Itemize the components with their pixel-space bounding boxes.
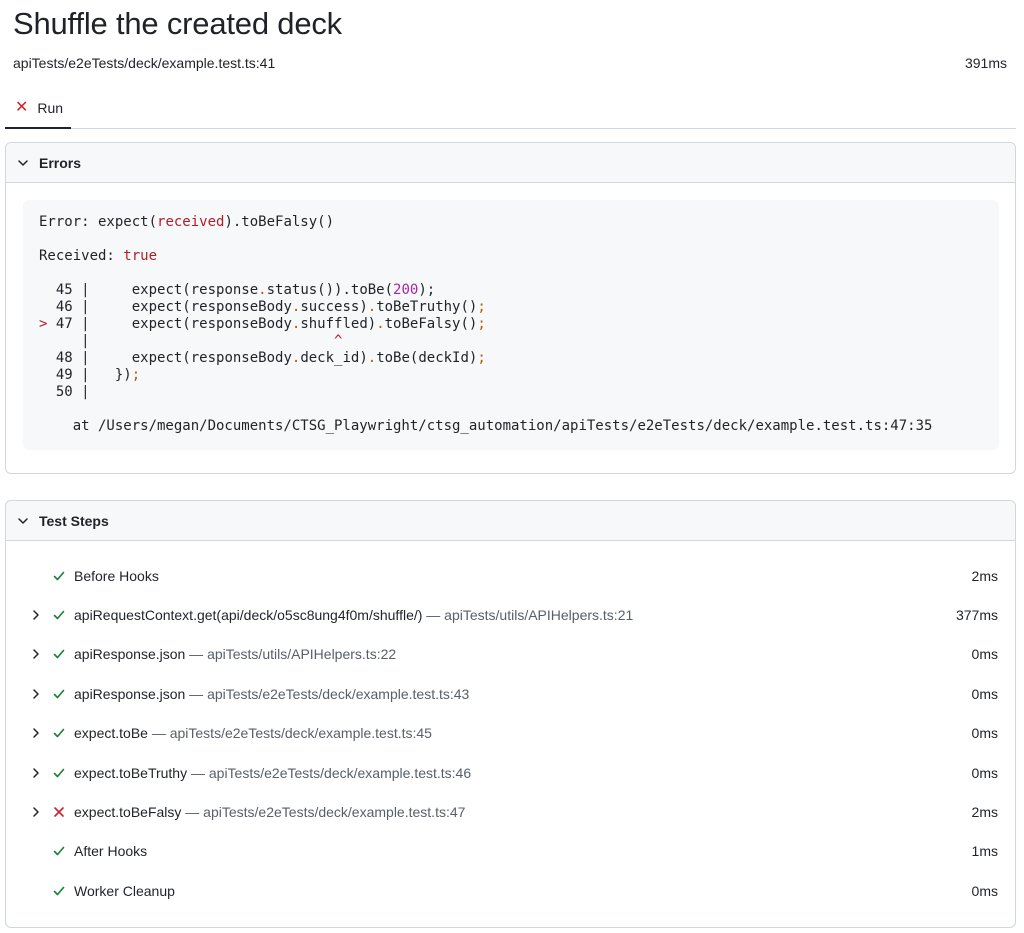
step-duration: 0ms <box>971 646 998 663</box>
errors-panel-title: Errors <box>39 154 82 171</box>
test-step-row[interactable]: expect.toBeTruthy — apiTests/e2eTests/de… <box>6 753 1015 792</box>
check-icon <box>52 687 66 701</box>
step-label: apiRequestContext.get(api/deck/o5sc8ung4… <box>74 607 633 623</box>
check-icon <box>52 726 66 740</box>
test-step-row[interactable]: apiRequestContext.get(api/deck/o5sc8ung4… <box>6 595 1015 634</box>
code-line-47: > 47 | expect(responseBody.shuffled).toB… <box>39 316 486 332</box>
test-steps-panel-title: Test Steps <box>39 512 109 529</box>
step-duration: 2ms <box>971 803 998 820</box>
step-duration: 377ms <box>955 606 998 623</box>
received-line: Received: true <box>39 248 158 264</box>
test-duration: 391ms <box>964 55 1007 71</box>
step-title: After Hooks <box>74 843 148 860</box>
step-label: expect.toBeTruthy — apiTests/e2eTests/de… <box>74 765 471 781</box>
step-title: expect.toBe <box>74 725 148 742</box>
code-line-45: 45 | expect(response.status()).toBe(200)… <box>39 282 436 298</box>
code-line-49: 49 | }); <box>39 367 141 383</box>
step-duration: 0ms <box>971 882 998 899</box>
step-title: apiResponse.json <box>74 646 186 663</box>
chevron-right-icon[interactable] <box>30 767 42 779</box>
step-title: expect.toBeFalsy <box>74 803 182 820</box>
code-line-46: 46 | expect(responseBody.success).toBeTr… <box>39 299 486 315</box>
test-step-row[interactable]: expect.toBe — apiTests/e2eTests/deck/exa… <box>6 714 1015 753</box>
step-duration: 0ms <box>971 725 998 742</box>
tab-bar: ✕ Run <box>5 88 1016 129</box>
step-label: apiResponse.json — apiTests/utils/APIHel… <box>74 646 396 662</box>
step-label: After Hooks <box>74 843 147 859</box>
check-icon <box>52 569 66 583</box>
chevron-down-icon <box>17 157 29 169</box>
step-location: — apiTests/utils/APIHelpers.ts:22 <box>185 646 397 663</box>
errors-panel: Errors Error: expect(received).toBeFalsy… <box>5 142 1016 474</box>
test-step-row: Before Hooks 2ms <box>6 556 1015 595</box>
error-line: Error: expect(received).toBeFalsy() <box>39 214 335 230</box>
step-label: Worker Cleanup <box>74 883 175 899</box>
chevron-down-icon <box>17 515 29 527</box>
step-label: expect.toBeFalsy — apiTests/e2eTests/dec… <box>74 804 465 820</box>
chevron-right-icon[interactable] <box>30 688 42 700</box>
step-duration: 0ms <box>971 685 998 702</box>
step-duration: 1ms <box>971 843 998 860</box>
check-icon <box>52 608 66 622</box>
chevron-right-icon[interactable] <box>30 609 42 621</box>
test-step-row: Worker Cleanup 0ms <box>6 871 1015 910</box>
step-title: apiRequestContext.get(api/deck/o5sc8ung4… <box>74 606 423 623</box>
chevron-right-icon[interactable] <box>30 648 42 660</box>
code-line-48: 48 | expect(responseBody.deck_id).toBe(d… <box>39 350 486 366</box>
code-line-50: 50 | <box>39 384 99 400</box>
test-step-row: After Hooks 1ms <box>6 832 1015 871</box>
check-icon <box>52 766 66 780</box>
step-label: apiResponse.json — apiTests/e2eTests/dec… <box>74 686 469 702</box>
test-location: apiTests/e2eTests/deck/example.test.ts:4… <box>13 55 276 71</box>
chevron-right-icon[interactable] <box>30 806 42 818</box>
test-step-row[interactable]: apiResponse.json — apiTests/utils/APIHel… <box>6 635 1015 674</box>
step-duration: 2ms <box>971 567 998 584</box>
page-title: Shuffle the created deck <box>13 6 342 41</box>
step-title: Before Hooks <box>74 567 159 584</box>
tab-run-label: Run <box>37 99 64 116</box>
step-location: — apiTests/e2eTests/deck/example.test.ts… <box>147 725 432 742</box>
stack-trace-line: at /Users/megan/Documents/CTSG_Playwrigh… <box>39 418 933 434</box>
test-steps-panel: Test Steps Before Hooks 2ms apiRequestCont… <box>5 500 1016 928</box>
step-location: — apiTests/e2eTests/deck/example.test.ts… <box>185 685 470 702</box>
step-title: Worker Cleanup <box>74 882 175 899</box>
step-label: expect.toBe — apiTests/e2eTests/deck/exa… <box>74 725 432 741</box>
test-step-row[interactable]: expect.toBeFalsy — apiTests/e2eTests/dec… <box>6 792 1015 831</box>
step-label: Before Hooks <box>74 568 159 584</box>
check-icon <box>52 884 66 898</box>
caret-line: | ^ <box>39 333 343 349</box>
check-icon <box>52 844 66 858</box>
step-location: — apiTests/utils/APIHelpers.ts:21 <box>422 606 634 623</box>
check-icon <box>52 647 66 661</box>
x-icon <box>52 805 66 819</box>
step-title: apiResponse.json <box>74 685 186 702</box>
tab-run[interactable]: ✕ Run <box>5 88 71 129</box>
test-step-row[interactable]: apiResponse.json — apiTests/e2eTests/dec… <box>6 674 1015 713</box>
step-location: — apiTests/e2eTests/deck/example.test.ts… <box>187 764 472 781</box>
chevron-right-icon[interactable] <box>30 727 42 739</box>
step-duration: 0ms <box>971 764 998 781</box>
error-message-box: Error: expect(received).toBeFalsy() Rece… <box>23 200 999 450</box>
x-icon: ✕ <box>15 98 29 116</box>
test-steps-panel-header[interactable]: Test Steps <box>6 501 1015 541</box>
errors-panel-header[interactable]: Errors <box>6 143 1015 183</box>
step-title: expect.toBeTruthy <box>74 764 188 781</box>
step-location: — apiTests/e2eTests/deck/example.test.ts… <box>181 803 466 820</box>
